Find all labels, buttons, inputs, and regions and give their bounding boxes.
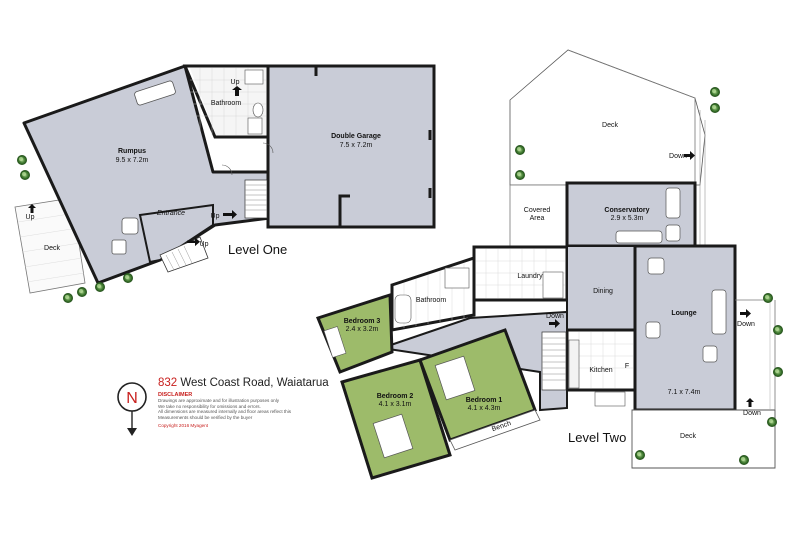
level-one-title: Level One: [228, 242, 287, 257]
disclaimer-line: All dimensions are measured internally a…: [158, 409, 292, 415]
room-labels: Rumpus 9.5 x 7.2m Bathroom Double Garage…: [44, 100, 700, 440]
deck-level-one: [14, 197, 86, 294]
garage-label: Double Garage: [331, 133, 381, 140]
stairs-level-two: [541, 331, 567, 391]
bedroom3-label: Bedroom 3: [344, 318, 381, 325]
stair-labels: Up Up Up Up Down Down Down Down: [26, 79, 762, 417]
level-two-plan: [315, 49, 776, 480]
covered-label-2: Area: [530, 215, 545, 222]
up-arrow-icon: [187, 237, 200, 247]
top-deck: [509, 49, 706, 186]
down-arrow-icon: [684, 151, 695, 160]
stairs-level-one: [244, 179, 268, 219]
compass-label: N: [126, 390, 138, 407]
down-label: Down: [546, 313, 564, 320]
covered-label: Covered: [524, 207, 551, 214]
lounge-size: 7.1 x 7.4m: [668, 389, 701, 396]
bathroom-l2-label: Bathroom: [416, 297, 447, 304]
down-label: Down: [743, 410, 761, 417]
down-label: Down: [669, 153, 687, 160]
up-label: Up: [231, 79, 240, 86]
up-label: Up: [200, 241, 209, 248]
bedroom2-label: Bedroom 2: [377, 393, 414, 400]
deck-bottom-label: Deck: [680, 433, 696, 440]
north-compass-icon: N: [117, 382, 147, 436]
disclaimer-title: DISCLAIMER: [158, 392, 193, 398]
garage-size: 7.5 x 7.2m: [340, 142, 373, 149]
up-arrow-icon: [28, 204, 36, 213]
bedroom1-label: Bedroom 1: [466, 397, 503, 404]
level-one-plan: [14, 64, 436, 294]
conservatory-size: 2.9 x 5.3m: [611, 215, 644, 222]
listing-info: 832 West Coast Road, Waiatarua DISCLAIME…: [158, 377, 358, 428]
up-arrow-icon: [223, 210, 237, 219]
up-label: Up: [26, 214, 35, 221]
bedroom1-size: 4.1 x 4.3m: [468, 405, 501, 412]
deck-l1-label: Deck: [44, 245, 60, 252]
down-arrow-icon: [740, 309, 751, 318]
dining-label: Dining: [593, 288, 613, 295]
bathroom-l1-label: Bathroom: [211, 100, 242, 107]
disclaimer-line: Measurements should be verified by the b…: [158, 414, 253, 420]
copyright: Copyright 2016 Myagent: [158, 423, 209, 429]
bench-strip: [449, 409, 541, 451]
fridge-label: F: [625, 363, 629, 370]
entrance-area: [138, 203, 214, 264]
conservatory-label: Conservatory: [604, 207, 649, 214]
up-label: Up: [211, 213, 220, 220]
lounge-label: Lounge: [671, 310, 696, 317]
rumpus-sofa: [134, 80, 176, 106]
rumpus-size: 9.5 x 7.2m: [116, 157, 149, 164]
disclaimer-text: Drawings are approximate and for illustr…: [158, 398, 308, 420]
double-garage-room: [266, 64, 436, 229]
bedroom3-size: 2.4 x 3.2m: [346, 326, 379, 333]
disclaimer-line: We take no responsibility for omissions …: [158, 403, 261, 409]
entry-steps: [159, 236, 209, 273]
up-arrow-icon: [232, 86, 242, 96]
address-street: West Coast Road, Waiatarua: [180, 377, 329, 389]
down-label: Down: [737, 321, 755, 328]
address-number: 832: [158, 377, 178, 389]
kitchen-label: Kitchen: [589, 367, 612, 374]
down-arrow-icon: [549, 319, 560, 328]
down-arrow-icon: [746, 398, 754, 407]
deck-top-label: Deck: [602, 122, 618, 129]
covered-area: [509, 184, 568, 248]
bedroom2-size: 4.1 x 3.1m: [379, 401, 412, 408]
rumpus-label: Rumpus: [118, 148, 146, 155]
address: 832 West Coast Road, Waiatarua: [158, 377, 358, 389]
entrance-label: Entrance: [157, 210, 185, 217]
disclaimer-line: Drawings are approximate and for illustr…: [158, 398, 280, 403]
level-two-title: Level Two: [568, 430, 626, 445]
laundry-label: Laundry: [517, 273, 543, 280]
bottom-deck: [631, 409, 776, 469]
